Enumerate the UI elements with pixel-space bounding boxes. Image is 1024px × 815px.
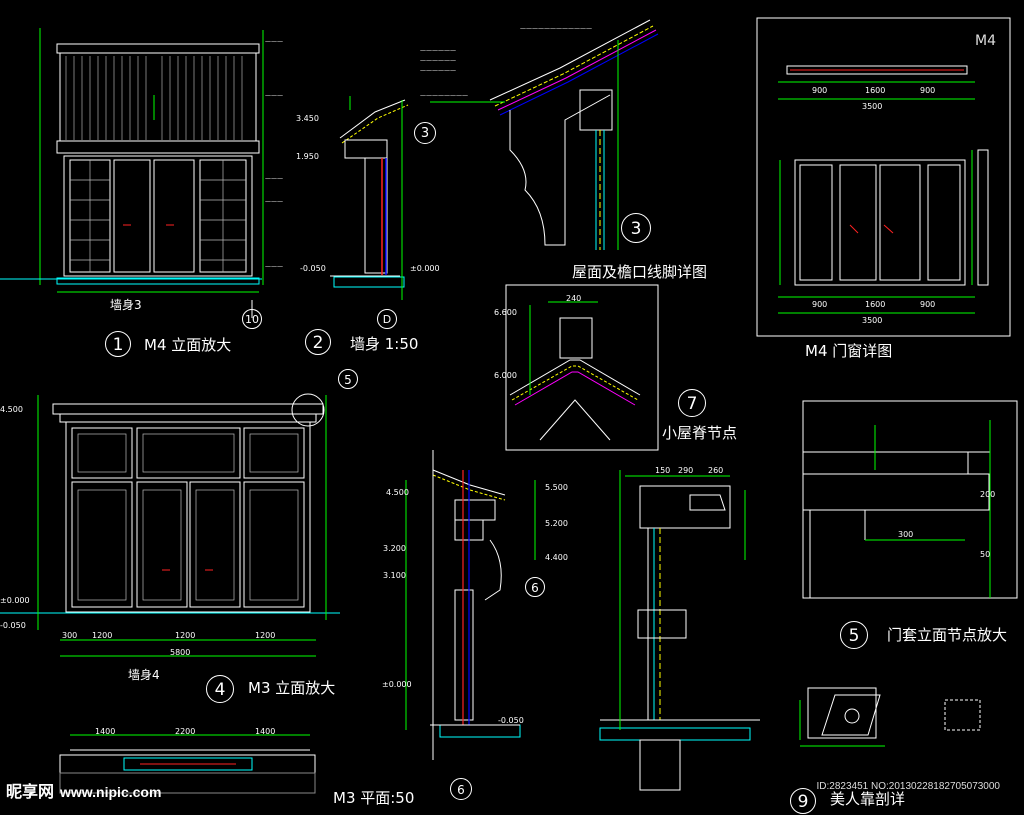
- image-id-text: ID:2823451 NO:20130228182705073000: [816, 781, 1001, 792]
- watermark-brand: 昵享网: [6, 784, 55, 801]
- door-jamb-section: [599, 470, 760, 791]
- title-beauty-bench: 美人靠剖详: [830, 790, 906, 808]
- dim-3450: 3.450: [296, 114, 319, 123]
- title-ridge: 小屋脊节点: [662, 424, 738, 442]
- ridge-node-detail: [505, 284, 659, 451]
- svg-text:———: ———: [265, 198, 283, 205]
- dim-200: 200: [980, 490, 996, 499]
- m4-eave-band: [56, 43, 260, 54]
- title-door-node: 门套立面节点放大: [887, 626, 1008, 644]
- dim-300-b: 300: [898, 530, 914, 539]
- dim-1200-b: 1200: [175, 631, 196, 640]
- marker-d: D: [377, 309, 397, 329]
- dim-5500: 5.500: [545, 483, 568, 492]
- marker-3: 3: [621, 213, 651, 243]
- dim-900-b: 900: [920, 86, 936, 95]
- title-roof-eave: 屋面及檐口线脚详图: [572, 263, 708, 281]
- dim-4400: 4.400: [545, 553, 568, 562]
- label-m4-tag: M4: [975, 33, 996, 49]
- dim-1200-a: 1200: [92, 631, 113, 640]
- dim-p0000-b: ±0.000: [382, 680, 412, 689]
- marker-5-small: 5: [338, 369, 358, 389]
- label-wall3: 墙身3: [110, 298, 142, 312]
- dim-150: 150: [655, 466, 671, 475]
- dim-3500-a: 3500: [862, 102, 883, 111]
- dim-3200: 3.200: [383, 544, 406, 553]
- dim-1400-b: 1400: [255, 727, 276, 736]
- title-wall-section: 墙身 1:50: [350, 335, 419, 353]
- dim-3500-b: 3500: [862, 316, 883, 325]
- dim-1200-c: 1200: [255, 631, 276, 640]
- svg-text:———: ———: [265, 92, 283, 99]
- label-wall4: 墙身4: [128, 668, 160, 682]
- dim-6600: 6.600: [494, 308, 517, 317]
- dim-6000: 6.000: [494, 371, 517, 380]
- svg-text:————————: ————————: [420, 92, 468, 99]
- title-m3-elevation: M3 立面放大: [248, 679, 336, 697]
- roof-eave-detail: [430, 19, 659, 250]
- wall-section-2: [330, 96, 409, 300]
- watermark: 昵享网 www.nipic.com: [6, 778, 161, 802]
- svg-text:———: ———: [265, 263, 283, 270]
- dim-1600-b: 1600: [865, 300, 886, 309]
- svg-text:——————: ——————: [420, 57, 456, 64]
- dim-1600-a: 1600: [865, 86, 886, 95]
- marker-6-small: 6: [525, 577, 545, 597]
- svg-text:———: ———: [265, 38, 283, 45]
- m3-elevation-drawing: [0, 393, 340, 657]
- dim-50: 50: [980, 550, 991, 559]
- title-m3-plan: M3 平面:50: [333, 789, 415, 807]
- dim-1950: 1.950: [296, 152, 319, 161]
- marker-2: 2: [305, 329, 331, 355]
- dim-p0000-c: ±0.000: [0, 596, 30, 605]
- dim-3100: 3.100: [383, 571, 406, 580]
- m4-side-labels: ——— ——— ——— ——— ———: [265, 38, 283, 270]
- dim-900-d: 900: [920, 300, 936, 309]
- dim-p0000-a: ±0.000: [410, 264, 440, 273]
- marker-7: 9: [790, 788, 816, 814]
- title-m4-window: M4 门窗详图: [805, 342, 893, 360]
- marker-6: 6: [450, 778, 472, 800]
- watermark-url: www.nipic.com: [60, 784, 162, 800]
- dim-m0050-a: -0.050: [300, 264, 326, 273]
- svg-text:——————: ——————: [420, 67, 456, 74]
- marker-10: 10: [242, 309, 262, 329]
- wall-section-6: [405, 450, 536, 760]
- m4-window-detail: [756, 17, 1011, 337]
- dim-5200: 5.200: [545, 519, 568, 528]
- m4-elevation-drawing: [0, 28, 264, 318]
- dim-290: 290: [678, 466, 694, 475]
- roof-callouts: —————————————————— ————————————————————: [420, 25, 592, 99]
- marker-5: 5: [840, 621, 868, 649]
- marker-1: 1: [105, 331, 131, 357]
- dim-900-c: 900: [812, 300, 828, 309]
- dim-240: 240: [566, 294, 582, 303]
- dim-m0050-c: -0.050: [0, 621, 26, 630]
- title-m4-elevation: M4 立面放大: [144, 336, 232, 354]
- svg-text:————————————: ————————————: [520, 25, 592, 32]
- dim-260: 260: [708, 466, 724, 475]
- dim-m0050-b: -0.050: [498, 716, 524, 725]
- dim-300-a: 300: [62, 631, 78, 640]
- dim-4500-b: 4.500: [0, 405, 23, 414]
- svg-text:———: ———: [265, 175, 283, 182]
- dim-2200: 2200: [175, 727, 196, 736]
- door-trim-node: [802, 400, 1018, 599]
- marker-9: 7: [678, 389, 706, 417]
- bench-detail-7: [799, 687, 981, 747]
- marker-4: 4: [206, 675, 234, 703]
- svg-text:——————: ——————: [420, 47, 456, 54]
- marker-3-small: 3: [414, 122, 436, 144]
- dim-4500: 4.500: [386, 488, 409, 497]
- dim-1400-a: 1400: [95, 727, 116, 736]
- dim-900-a: 900: [812, 86, 828, 95]
- dim-5800: 5800: [170, 648, 191, 657]
- m3-plan-drawing: [59, 734, 316, 794]
